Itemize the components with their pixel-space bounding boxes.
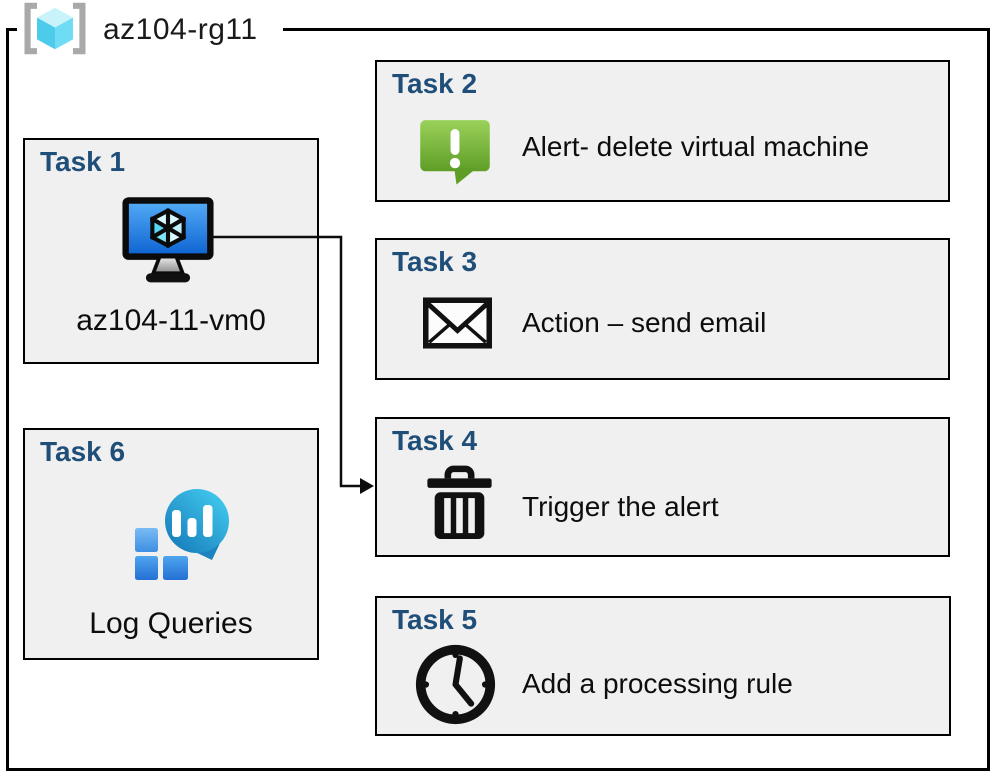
email-icon: [423, 297, 492, 349]
task6-heading: Task 6: [40, 436, 126, 467]
task5-label: Add a processing rule: [522, 668, 793, 699]
task5-box: Task 5 Add a processing rule: [375, 596, 951, 736]
task3-box: Task 3 Action – send email: [375, 238, 950, 380]
task5-heading: Task 5: [392, 604, 478, 635]
task2-box: Task 2 Alert- delete virtual machine: [375, 60, 950, 202]
task3-label: Action – send email: [522, 307, 767, 338]
task2-heading: Task 2: [392, 68, 478, 99]
task4-label: Trigger the alert: [522, 491, 719, 522]
task1-box: Task 1: [23, 138, 319, 364]
task1-label: az104-11-vm0: [76, 304, 266, 337]
resource-group-icon: [20, 2, 90, 55]
clock-icon: [412, 641, 499, 728]
task1-heading: Task 1: [40, 146, 126, 177]
task6-box: Task 6: [23, 428, 319, 660]
task6-label: Log Queries: [89, 607, 253, 640]
virtual-machine-icon: [122, 196, 214, 286]
title-mask: [17, 25, 283, 35]
alert-icon: [418, 117, 492, 187]
task4-box: Task 4 Trigger the alert: [375, 417, 950, 557]
log-queries-icon: [135, 488, 230, 580]
task2-label: Alert- delete virtual machine: [522, 131, 870, 162]
task4-heading: Task 4: [392, 425, 478, 456]
trash-icon: [423, 461, 496, 541]
resource-group-label: az104-rg11: [103, 13, 258, 46]
task3-heading: Task 3: [392, 246, 478, 277]
